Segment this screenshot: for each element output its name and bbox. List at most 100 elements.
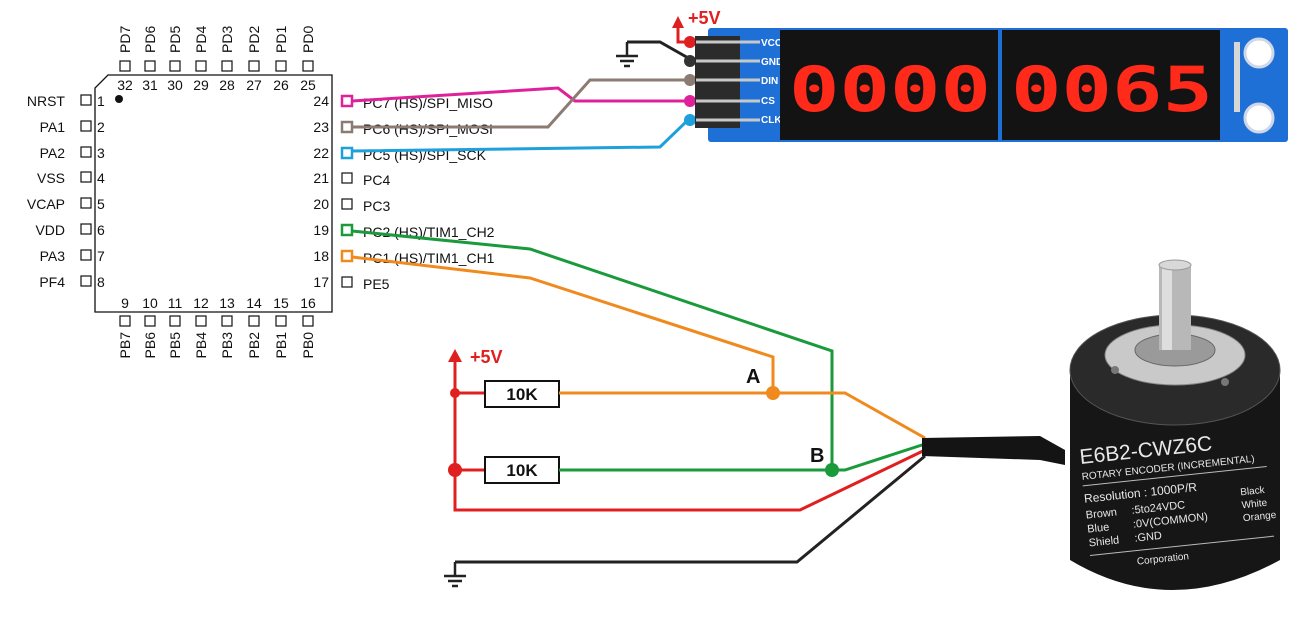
pin-number: 7 <box>97 248 105 264</box>
pin-pad <box>341 276 353 288</box>
gnd-connector-dot <box>684 55 696 67</box>
pin-name: PD7 <box>117 26 133 53</box>
wire-sck-clk <box>351 118 690 153</box>
digit-block-left <box>780 30 998 140</box>
pin-number: 22 <box>313 145 329 161</box>
pin-name: PB5 <box>167 332 183 359</box>
display-digits-right: 0065 <box>1011 53 1213 126</box>
pin-pad <box>275 60 287 72</box>
pin-number: 9 <box>121 295 129 311</box>
pin-name: PB3 <box>219 332 235 359</box>
resistor-b-value: 10K <box>506 461 538 480</box>
pin-name: VCAP <box>27 196 65 212</box>
node-a-dot <box>766 386 780 400</box>
wire-channel-a <box>559 391 926 440</box>
pin-pad <box>340 249 354 263</box>
encoder-cable <box>922 436 1065 465</box>
pin-name: VDD <box>35 222 65 238</box>
wire-mosi-din <box>352 78 690 129</box>
pin-number: 24 <box>313 93 329 109</box>
pin-pad <box>248 315 260 327</box>
pin-pad <box>169 60 181 72</box>
encoder-brown: Brown <box>1085 506 1117 521</box>
encoder-side-black: Black <box>1240 485 1266 499</box>
gnd-lead <box>627 40 691 61</box>
pin-name: PB0 <box>300 332 316 359</box>
pin-pad <box>340 120 354 134</box>
pin-pad <box>341 198 353 210</box>
module-pin-label: DIN <box>761 76 778 87</box>
pin-pad <box>80 94 92 106</box>
pin-pad <box>341 172 353 184</box>
pin-name: PC4 <box>363 172 390 188</box>
pin-name: PD2 <box>246 26 262 53</box>
wire-gnd-encoder <box>455 454 926 564</box>
pin-number: 10 <box>142 295 158 311</box>
header-connector <box>695 36 740 128</box>
pin-number: 1 <box>97 93 105 109</box>
ground-icon <box>444 574 466 588</box>
pin-name: PD3 <box>219 26 235 53</box>
encoder-side-orange: Orange <box>1242 510 1277 524</box>
digit-block-right <box>1002 30 1220 140</box>
pin-number: 15 <box>273 295 289 311</box>
vcc-arrow-icon <box>672 16 684 28</box>
pin-number: 17 <box>313 274 329 290</box>
node-b-label: B <box>810 445 824 467</box>
pin-name: PA2 <box>40 145 66 161</box>
clk-connector-dot <box>684 114 696 126</box>
pin-number: 6 <box>97 222 105 238</box>
pin-number: 16 <box>300 295 316 311</box>
node-b-dot <box>825 463 839 477</box>
vcc-connector-dot <box>684 36 696 48</box>
pin-number: 30 <box>167 77 183 93</box>
encoder-shield: Shield <box>1088 534 1120 549</box>
pin-name: PB7 <box>117 332 133 359</box>
pin-pad <box>80 197 92 209</box>
pin-number: 29 <box>193 77 209 93</box>
encoder-side-white: White <box>1241 498 1268 512</box>
pin-name: PD4 <box>193 26 209 53</box>
junction-dot <box>448 463 462 477</box>
display-power-label: +5V <box>688 8 721 28</box>
pin-name: PC3 <box>363 198 390 214</box>
pin-name: PF4 <box>39 274 65 290</box>
pin-name: NRST <box>27 93 66 109</box>
pin-pad <box>169 315 181 327</box>
pin-number: 31 <box>142 77 158 93</box>
resistor-a <box>484 380 560 408</box>
pin-pad <box>119 315 131 327</box>
pin-name: PD1 <box>273 26 289 53</box>
pin-name: PB1 <box>273 332 289 359</box>
pin-number: 11 <box>168 295 183 311</box>
pin1-dot-marker <box>115 95 123 103</box>
pin-pad <box>221 315 233 327</box>
node-a-label: A <box>746 366 760 388</box>
wire-vcc-encoder <box>453 362 926 512</box>
pin-number: 32 <box>117 77 133 93</box>
pin-name: PA3 <box>40 248 66 264</box>
pin-number: 19 <box>313 222 329 238</box>
pin-name: PD6 <box>142 26 158 53</box>
pin-name: PD0 <box>300 26 316 53</box>
display-digits-left: 0000 <box>789 53 991 126</box>
pin-number: 3 <box>97 145 105 161</box>
pin-number: 8 <box>97 274 105 290</box>
pin-number: 27 <box>246 77 262 93</box>
pin-number: 18 <box>313 248 329 264</box>
pin-name: PB2 <box>246 332 262 359</box>
mounting-hole <box>1243 37 1275 69</box>
pin-number: 28 <box>219 77 235 93</box>
pin-pad <box>248 60 260 72</box>
pullup-circuit: +5V 10K A 10K B <box>444 347 926 588</box>
pin-pad <box>80 275 92 287</box>
module-pin-label: CS <box>761 96 775 107</box>
pin-number: 21 <box>313 170 329 186</box>
spi-wires <box>351 78 834 470</box>
pin-pad <box>340 146 354 160</box>
wire-tim1-ch1 <box>351 255 775 393</box>
encoder-maker: Corporation <box>1136 551 1189 567</box>
pin-number: 12 <box>193 295 209 311</box>
pin-number: 25 <box>300 77 316 93</box>
